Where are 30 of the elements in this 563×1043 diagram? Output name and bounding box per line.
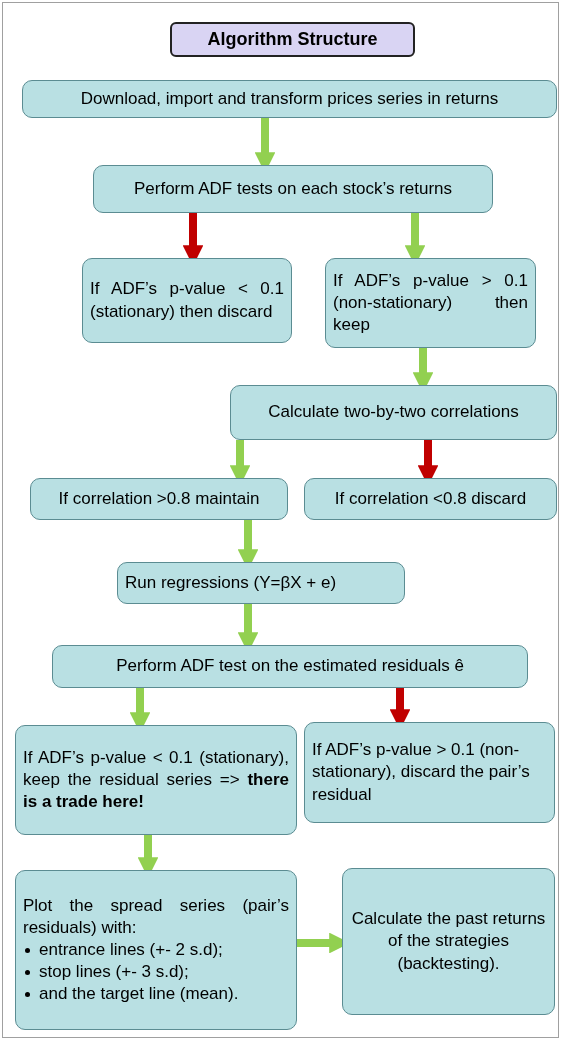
process-box	[93, 165, 493, 213]
box-text: Perform ADF test on the estimated residuals ê	[115, 655, 465, 678]
process-box	[304, 478, 557, 520]
box-text: If correlation >0.8 maintain	[57, 487, 261, 510]
process-box	[15, 870, 297, 1030]
process-box	[82, 258, 292, 343]
box-text: Perform ADF tests on each stock’s returns	[132, 177, 454, 200]
process-box	[342, 868, 555, 1015]
box-text: If ADF’s p-value > 0.1 (non-stationary) then keep	[333, 269, 528, 337]
box-text: Download, import and transform prices series in returns	[79, 87, 500, 110]
box-text: Calculate the past returns of the strategies (backtesting).	[350, 908, 547, 975]
box-text: Plot the spread series (pair’s residuals) with:	[23, 894, 289, 939]
box-text: If ADF’s p-value < 0.1 (stationary), keep the residual series => there is a trade here!	[23, 746, 289, 814]
box-text: If ADF’s p-value > 0.1 (non-stationary), discard the pair’s residual	[312, 739, 531, 806]
process-box	[230, 385, 557, 440]
process-box	[304, 722, 555, 823]
process-box	[52, 645, 528, 688]
bullet-item: and the target line (mean).	[39, 983, 240, 1006]
process-box	[22, 80, 557, 118]
title-box: Algorithm Structure	[170, 22, 415, 57]
process-box	[117, 562, 405, 604]
process-box	[30, 478, 288, 520]
bullet-item: entrance lines (+- 2 s.d);	[39, 938, 224, 961]
box-text: If ADF’s p-value < 0.1 (stationary) then discard	[90, 278, 284, 323]
process-box	[15, 725, 297, 835]
process-box	[325, 258, 536, 348]
bullet-item: stop lines (+- 3 s.d);	[39, 961, 190, 984]
box-text: Run regressions (Y=βX + e)	[125, 571, 338, 594]
box-text: Calculate two-by-two correlations	[267, 401, 520, 424]
box-text: If correlation <0.8 discard	[333, 487, 528, 510]
